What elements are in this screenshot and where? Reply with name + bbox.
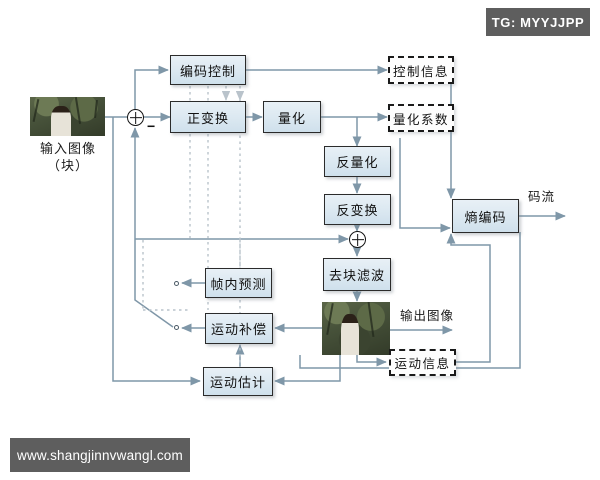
block-deblocking-filter[interactable]: 去块滤波 xyxy=(323,258,391,291)
input-image-thumbnail xyxy=(30,97,105,136)
block-quant-coefficients-label: 量化系数 xyxy=(392,112,449,127)
switch-contact-intra[interactable] xyxy=(174,281,179,286)
block-quantization[interactable]: 量化 xyxy=(263,101,321,133)
output-image-thumbnail xyxy=(322,302,390,355)
block-inverse-transform-label: 反变换 xyxy=(336,203,379,218)
block-coding-control[interactable]: 编码控制 xyxy=(170,55,246,85)
block-entropy-coding[interactable]: 熵编码 xyxy=(452,199,519,233)
watermark-badge-footer: www.shangjinnvwangl.com xyxy=(10,438,190,472)
block-entropy-coding-label: 熵编码 xyxy=(464,209,507,225)
block-forward-transform-label: 正变换 xyxy=(186,110,229,126)
block-motion-estimation-label: 运动估计 xyxy=(209,375,266,390)
block-quantization-label: 量化 xyxy=(277,110,306,126)
block-intra-prediction[interactable]: 帧内预测 xyxy=(205,268,272,298)
block-motion-estimation[interactable]: 运动估计 xyxy=(203,367,273,396)
subtractor-operator xyxy=(127,109,144,126)
adder-operator xyxy=(349,231,366,248)
output-image-label: 输出图像 xyxy=(400,309,455,323)
watermark-badge-top: TG: MYYJJPP xyxy=(486,8,590,36)
block-motion-compensation[interactable]: 运动补偿 xyxy=(205,313,273,344)
block-motion-compensation-label: 运动补偿 xyxy=(210,322,267,337)
block-inverse-transform[interactable]: 反变换 xyxy=(324,194,391,225)
block-motion-info-label: 运动信息 xyxy=(394,357,451,371)
block-inverse-quantization[interactable]: 反量化 xyxy=(324,146,391,177)
block-intra-prediction-label: 帧内预测 xyxy=(210,276,267,292)
block-motion-info[interactable]: 运动信息 xyxy=(389,349,456,376)
input-image-label: 输入图像 （块） xyxy=(39,141,96,173)
switch-contact-inter[interactable] xyxy=(174,325,179,330)
block-inverse-quantization-label: 反量化 xyxy=(336,155,379,170)
block-deblocking-filter-label: 去块滤波 xyxy=(328,268,385,283)
block-control-info-label: 控制信息 xyxy=(392,64,449,79)
bitstream-label: 码流 xyxy=(528,190,556,204)
block-coding-control-label: 编码控制 xyxy=(179,63,236,79)
subtractor-minus-sign: − xyxy=(147,118,156,134)
block-forward-transform[interactable]: 正变换 xyxy=(170,101,246,133)
block-control-info[interactable]: 控制信息 xyxy=(388,56,454,84)
block-quant-coefficients[interactable]: 量化系数 xyxy=(388,104,454,132)
